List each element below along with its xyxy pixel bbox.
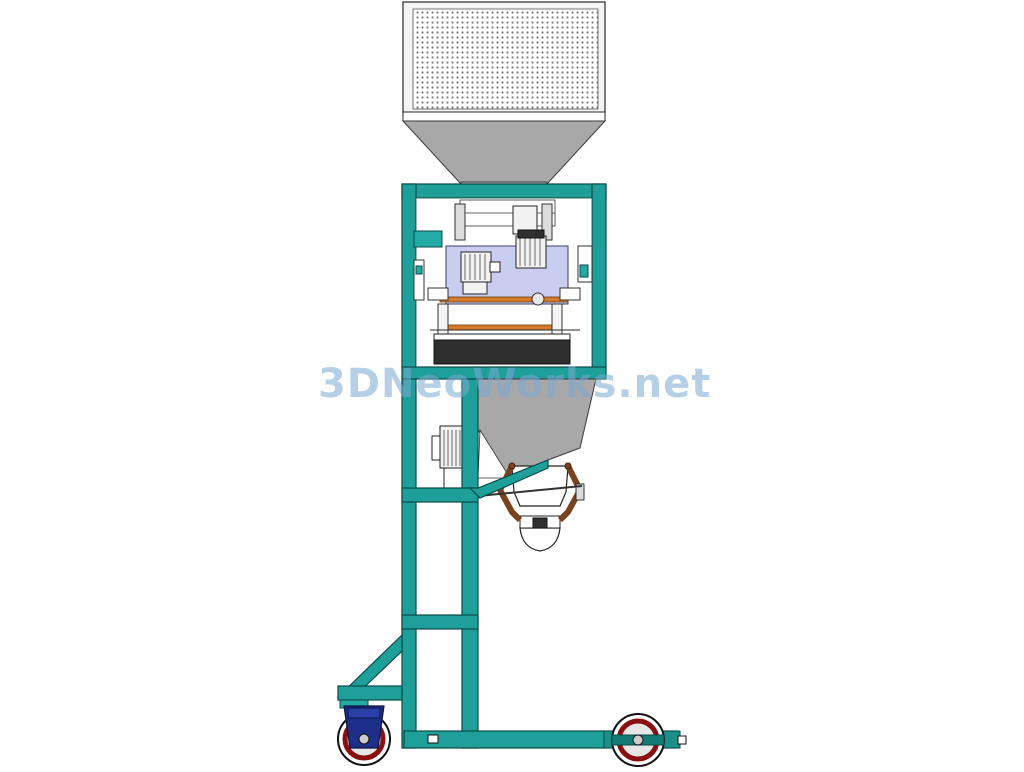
weigh-bucket [433, 339, 571, 365]
upper-motor [512, 205, 547, 269]
upper-hopper [401, 120, 607, 188]
weighing-mechanism [413, 199, 593, 365]
upper-shaft [439, 296, 569, 303]
left-motor [460, 251, 501, 295]
middle-beam [401, 366, 607, 380]
lower-shaft [445, 324, 563, 331]
lower-hopper [477, 378, 597, 479]
feed-box [402, 1, 606, 122]
left-caster-wheel [337, 705, 391, 766]
right-wheel [611, 713, 665, 767]
